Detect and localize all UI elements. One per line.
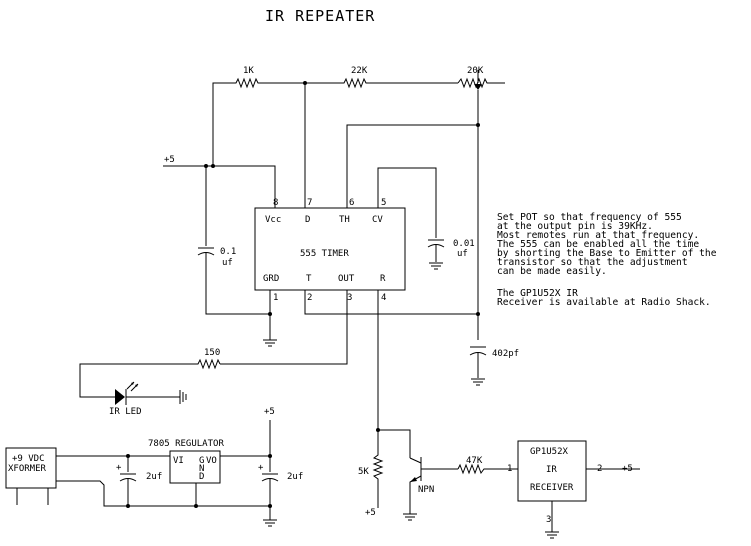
note-line: can be made easily.: [497, 266, 607, 277]
capacitor-0-1uf: [197, 166, 270, 315]
resistor-5k-supply: +5: [365, 508, 376, 518]
vcc-wire: [163, 165, 276, 208]
resistor-150-label: 150: [204, 348, 220, 358]
output-wire: [220, 290, 348, 365]
transformer: [5, 447, 270, 507]
capacitor-2uf-right: [261, 420, 279, 527]
junction-dot: [268, 312, 272, 316]
cap-2uf-left-label: 2uf: [146, 472, 162, 482]
note-line: The GP1U52X IR: [497, 288, 578, 299]
timer-label-th: TH: [339, 215, 350, 225]
regulator-gnd-n: N: [199, 464, 204, 474]
receiver-label: RECEIVER: [530, 483, 574, 493]
receiver-out-supply: +5: [622, 464, 633, 474]
xformer-label-name: XFORMER: [8, 464, 47, 474]
cv-wire: [377, 167, 437, 238]
resistor-1k-label: 1K: [243, 66, 254, 76]
resistor-150: [79, 358, 221, 398]
receiver-pin-3: 3: [546, 515, 551, 525]
regulator-title: 7805 REGULATOR: [148, 439, 224, 449]
junction-dot: [268, 454, 272, 458]
ground-symbol: [179, 390, 187, 404]
cap-0-1-value: 0.1: [220, 247, 236, 257]
ground-symbol: [263, 339, 277, 347]
collector-wire: [378, 429, 411, 458]
note-line: Most remotes run at that frequency.: [497, 230, 699, 241]
regulator-vo: VO: [206, 456, 217, 466]
receiver-part: GP1U52X: [530, 447, 569, 457]
timer-pin-3: 3: [347, 293, 352, 303]
cap-0-1-unit: uf: [222, 258, 233, 268]
junction-dot: [126, 454, 130, 458]
timer-555-ic: [254, 207, 406, 291]
junction-dot: [194, 504, 198, 508]
resistor-1k: [212, 77, 305, 166]
resistor-22k-label: 22K: [351, 66, 368, 76]
regulator-vi: VI: [173, 456, 184, 466]
timer-label-vcc: Vcc: [265, 215, 281, 225]
note-line: transistor so that the adjustment: [497, 257, 688, 268]
cap-0-01-unit: uf: [457, 249, 468, 259]
note-line: Receiver is available at Radio Shack.: [497, 297, 711, 308]
note-line: The 555 can be enabled all the time: [497, 239, 699, 250]
cap-402pf-value: 402pf: [492, 349, 519, 359]
timer-label-out: OUT: [338, 274, 355, 284]
resistor-5k: [372, 430, 384, 508]
cap-2uf-right-plus: +: [258, 463, 264, 473]
timer-pin-7: 7: [307, 198, 312, 208]
note-line: at the output pin is 39KHz.: [497, 221, 653, 232]
npn-label: NPN: [418, 485, 434, 495]
timer-pin-6: 6: [349, 198, 354, 208]
xformer-label-voltage: +9 VDC: [12, 454, 45, 464]
capacitor-0-01uf: [427, 239, 445, 270]
ir-led: [115, 381, 180, 405]
timer-label-t: T: [306, 274, 312, 284]
junction-dot: [126, 504, 130, 508]
resistor-22k: [305, 77, 458, 89]
resistor-47k: [457, 463, 518, 475]
regulator-gnd-g: G: [199, 456, 204, 466]
receiver-pin-1: 1: [507, 464, 512, 474]
notes-block: Set POT so that frequency of 555 at the …: [497, 212, 717, 308]
potentiometer-20k: [457, 70, 505, 340]
reg-out-supply-label: +5: [264, 407, 275, 417]
ir-led-label: IR LED: [109, 407, 142, 417]
trigger-wire: [304, 290, 478, 315]
note-line: Set POT so that frequency of 555: [497, 212, 682, 223]
timer-pin-8: 8: [273, 198, 278, 208]
receiver-name: IR: [546, 465, 557, 475]
diagram-title: IR REPEATER: [265, 7, 375, 25]
timer-label-grd: GRD: [263, 274, 279, 284]
junction-dot: [476, 312, 480, 316]
resistor-5k-label: 5K: [358, 467, 369, 477]
potentiometer-20k-label: 20K: [467, 66, 484, 76]
capacitor-402pf: [469, 346, 487, 386]
timer-pin-5: 5: [381, 198, 386, 208]
ir-receiver-module: [517, 440, 640, 539]
threshold-wire: [346, 124, 478, 208]
timer-label-r: R: [380, 274, 386, 284]
supply-top-label: +5: [164, 155, 175, 165]
timer-pin-4: 4: [381, 293, 386, 303]
timer-pin-1: 1: [273, 293, 278, 303]
timer-label-cv: CV: [372, 215, 383, 225]
timer-name: 555 TIMER: [300, 249, 349, 259]
cap-2uf-right-label: 2uf: [287, 472, 303, 482]
resistor-47k-label: 47K: [466, 456, 483, 466]
note-line: by shorting the Base to Emitter of the: [497, 248, 717, 259]
junction-dot: [268, 504, 272, 508]
timer-label-d: D: [305, 215, 310, 225]
capacitor-2uf-left: [119, 456, 137, 506]
cap-0-01-value: 0.01: [453, 239, 475, 249]
timer-pin-2: 2: [307, 293, 312, 303]
junction-dot: [211, 164, 215, 168]
npn-transistor: [403, 457, 458, 521]
cap-2uf-left-plus: +: [116, 463, 122, 473]
voltage-regulator-7805: [169, 450, 270, 506]
regulator-gnd-d: D: [199, 472, 204, 482]
receiver-pin-2: 2: [597, 464, 602, 474]
